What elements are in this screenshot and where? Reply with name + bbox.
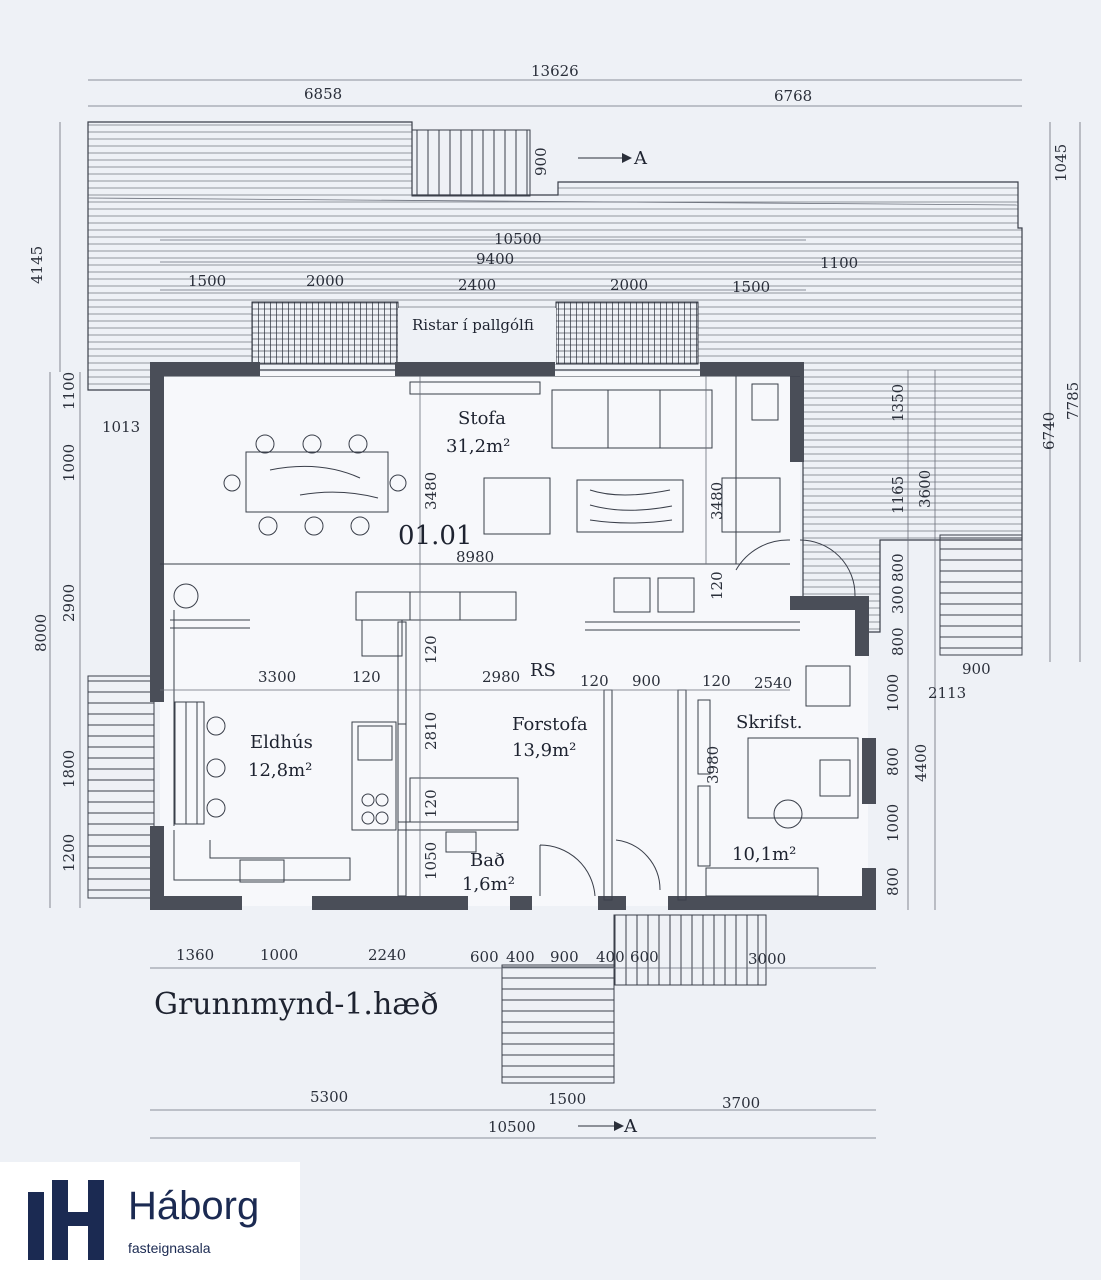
- section-marker-bottom: [578, 1121, 624, 1131]
- dim-1050: 1050: [422, 842, 440, 880]
- rs-label: RS: [530, 660, 556, 681]
- dim-1100-deck: 1100: [820, 254, 858, 272]
- stair-left: [87, 675, 155, 899]
- stair-entrance: [501, 964, 615, 1084]
- dim-b900: 900: [550, 948, 579, 966]
- dim-b1500: 1500: [548, 1090, 586, 1108]
- dim-1000-left: 1000: [60, 444, 78, 482]
- dim-800-r3: 800: [884, 747, 902, 776]
- dim-1100-left: 1100: [60, 372, 78, 410]
- deck-label: Ristar í pallgólfi: [412, 316, 534, 334]
- dim-3600: 3600: [916, 470, 934, 508]
- dim-b600-b: 600: [630, 948, 659, 966]
- logo: Háborg fasteignasala: [0, 1162, 300, 1280]
- dim-1165: 1165: [889, 476, 907, 514]
- dim-8000: 8000: [32, 614, 50, 652]
- section-marker-top: [578, 153, 632, 163]
- room-area-eldhus: 12,8m²: [248, 760, 312, 781]
- dim-b3000: 3000: [748, 950, 786, 968]
- section-label-top: A: [633, 148, 648, 169]
- dim-b3700: 3700: [722, 1094, 760, 1112]
- dim-1013: 1013: [102, 418, 140, 436]
- walls: [150, 362, 876, 910]
- dim-800-r1: 800: [889, 553, 907, 582]
- stair-top: [411, 129, 531, 197]
- dim-3980: 3980: [704, 746, 722, 784]
- room-name-bad: Bað: [470, 850, 505, 871]
- dim-13626: 13626: [531, 62, 579, 80]
- dim-6858: 6858: [304, 85, 342, 103]
- dim-120-e: 120: [702, 672, 731, 690]
- room-area-forstofa: 13,9m²: [512, 740, 576, 761]
- dim-120-a: 120: [708, 571, 726, 600]
- dim-1500-b: 1500: [732, 278, 770, 296]
- dim-1800: 1800: [60, 750, 78, 788]
- dim-b10500: 10500: [488, 1118, 536, 1136]
- dim-120-f: 120: [422, 789, 440, 818]
- plan-title: Grunnmynd-1.hæð: [154, 987, 439, 1022]
- dim-b5300: 5300: [310, 1088, 348, 1106]
- furniture: [173, 381, 859, 897]
- dim-120-c: 120: [352, 668, 381, 686]
- dim-2000-b: 2000: [610, 276, 648, 294]
- dim-2400: 2400: [458, 276, 496, 294]
- room-name-forstofa: Forstofa: [512, 714, 588, 735]
- dim-900-r: 900: [962, 660, 991, 678]
- dim-2900: 2900: [60, 584, 78, 622]
- dim-7785: 7785: [1064, 382, 1082, 420]
- dim-6768: 6768: [774, 87, 812, 105]
- dim-b1000: 1000: [260, 946, 298, 964]
- dim-9400: 9400: [476, 250, 514, 268]
- dim-b600-a: 600: [470, 948, 499, 966]
- dim-2540: 2540: [754, 674, 792, 692]
- dim-800-r4: 800: [884, 867, 902, 896]
- dim-900-mid: 900: [632, 672, 661, 690]
- room-name-skrifst: Skrifst.: [736, 712, 802, 733]
- room-name-stofa: Stofa: [458, 408, 506, 429]
- dim-2000-a: 2000: [306, 272, 344, 290]
- dim-10500-deck: 10500: [494, 230, 542, 248]
- dim-4400: 4400: [912, 744, 930, 782]
- logo-tagline: fasteignasala: [128, 1240, 211, 1256]
- dimension-lines: [49, 79, 1081, 1139]
- haborg-logo-icon: [28, 1180, 104, 1260]
- dim-120-b: 120: [422, 635, 440, 664]
- dim-b400-b: 400: [596, 948, 625, 966]
- doors: [539, 539, 856, 897]
- dim-b400-a: 400: [506, 948, 535, 966]
- stair-right: [939, 534, 1023, 656]
- dim-1500-a: 1500: [188, 272, 226, 290]
- room-id: 01.01: [398, 521, 472, 551]
- room-area-stofa: 31,2m²: [446, 436, 510, 457]
- dim-b2240: 2240: [368, 946, 406, 964]
- dim-3480-b: 3480: [708, 482, 726, 520]
- dim-4145: 4145: [28, 246, 46, 284]
- dim-2810: 2810: [422, 712, 440, 750]
- dim-3300: 3300: [258, 668, 296, 686]
- dim-3480-a: 3480: [422, 472, 440, 510]
- stair-entrance-right: [613, 914, 767, 986]
- dim-800-r2: 800: [889, 627, 907, 656]
- deck-grating-left: [251, 301, 399, 365]
- dim-1200: 1200: [60, 834, 78, 872]
- dim-6740: 6740: [1040, 412, 1058, 450]
- dim-1045: 1045: [1052, 144, 1070, 182]
- dim-900-stair: 900: [532, 147, 550, 176]
- logo-name: Háborg: [128, 1184, 260, 1228]
- dim-b1360: 1360: [176, 946, 214, 964]
- deck-grating-right: [555, 301, 699, 365]
- room-area-bad: 1,6m²: [462, 874, 515, 895]
- dim-2113: 2113: [928, 684, 966, 702]
- dim-2980: 2980: [482, 668, 520, 686]
- dim-1000-r2: 1000: [884, 804, 902, 842]
- dim-300-r: 300: [889, 585, 907, 614]
- dim-1000-r1: 1000: [884, 674, 902, 712]
- room-area-skrifst: 10,1m²: [732, 844, 796, 865]
- dim-120-d: 120: [580, 672, 609, 690]
- dim-1350: 1350: [889, 384, 907, 422]
- section-label-bottom: A: [623, 1116, 638, 1137]
- room-name-eldhus: Eldhús: [250, 732, 313, 753]
- dim-8980: 8980: [456, 548, 494, 566]
